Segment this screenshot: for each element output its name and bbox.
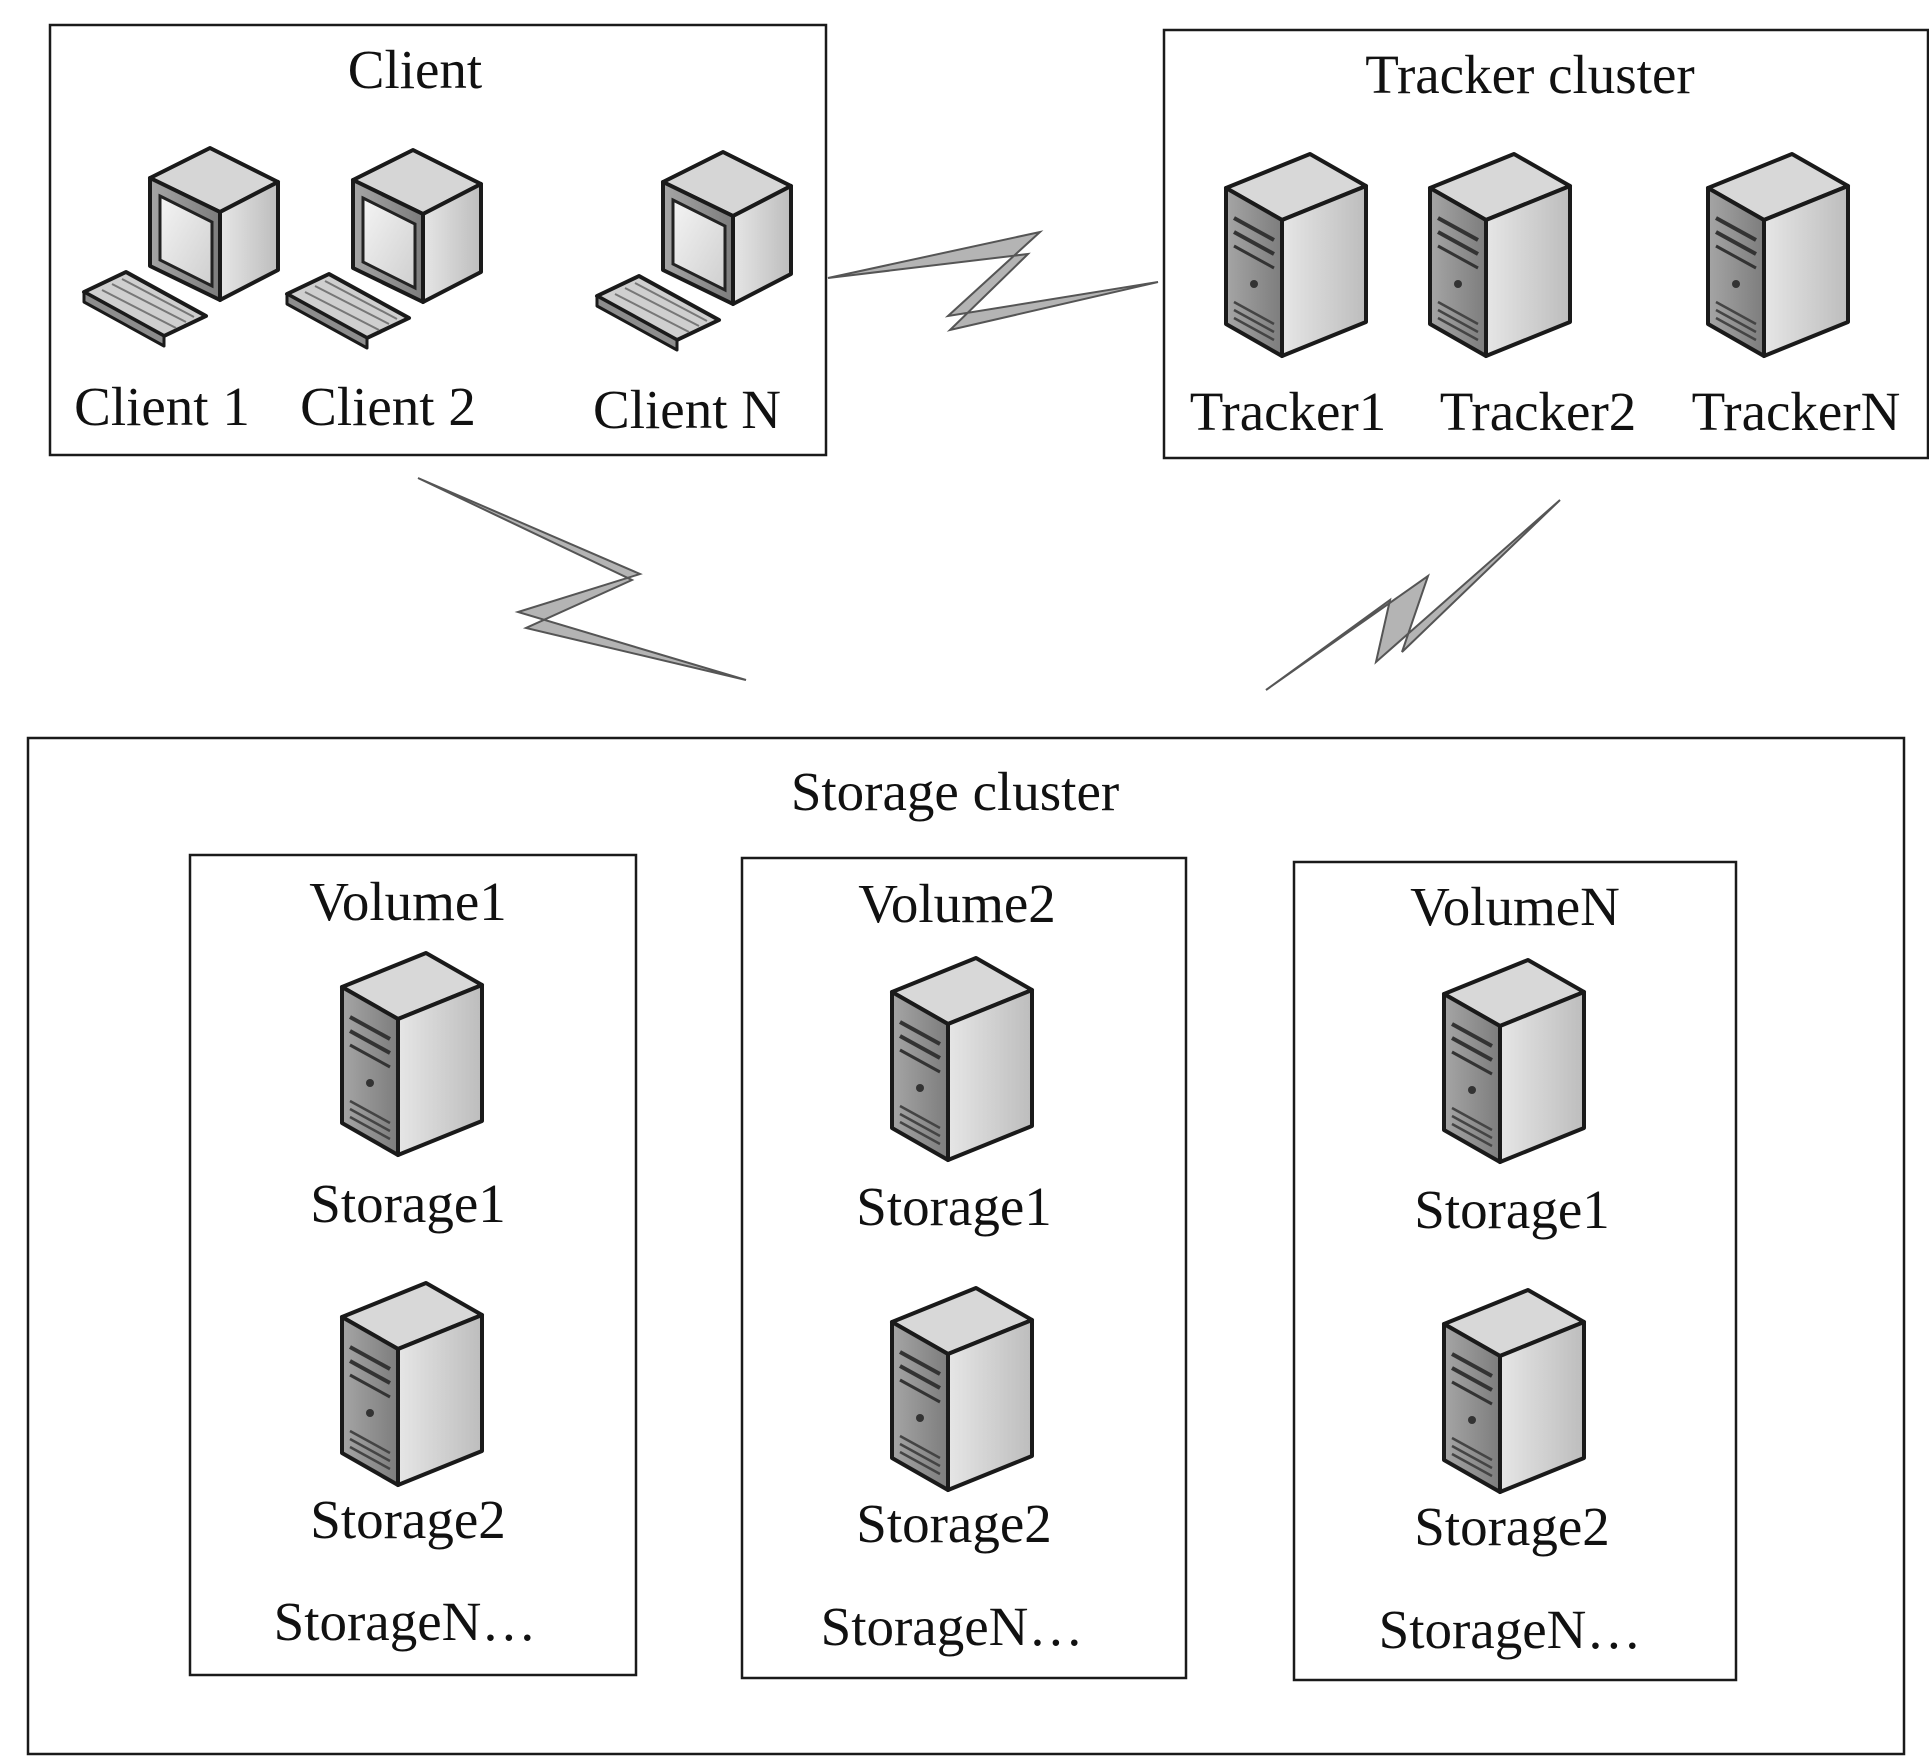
tracker-label: TrackerN	[1692, 381, 1901, 442]
server-tower-icon	[1706, 152, 1850, 358]
storage-more-label: StorageN…	[1379, 1599, 1642, 1660]
storage-more-label: StorageN…	[274, 1591, 537, 1652]
client-panel-title: Client	[348, 39, 482, 100]
volume-1: Volume1 Storage1 Storage2 StorageN…	[188, 853, 638, 1677]
server-tower-icon	[1442, 958, 1586, 1164]
storage-label: Storage2	[856, 1493, 1052, 1554]
server-tower-icon	[340, 1281, 484, 1487]
server-tower-icon	[890, 1286, 1034, 1492]
server-tower-icon	[1442, 1288, 1586, 1494]
storage-label: Storage2	[1414, 1496, 1610, 1557]
link-tracker-storage	[1265, 499, 1561, 691]
tracker-panel: Tracker cluster Tracker1 Tracker2 Tracke…	[1162, 28, 1929, 460]
client-node-2: Client 2	[285, 148, 483, 437]
tracker-node-2: Tracker2	[1428, 152, 1637, 442]
client-label: Client N	[593, 379, 781, 440]
storage-label: Storage1	[1414, 1179, 1610, 1240]
volume-title: Volume2	[858, 873, 1056, 934]
storage-label: Storage2	[310, 1489, 506, 1550]
client-node-1: Client 1	[74, 146, 280, 437]
lightning-bolt-icon	[827, 230, 1159, 332]
storage-label: Storage1	[856, 1176, 1052, 1237]
storage-label: Storage1	[310, 1173, 506, 1234]
client-label: Client 1	[74, 376, 250, 437]
tracker-label: Tracker2	[1440, 381, 1637, 442]
link-client-tracker	[827, 230, 1159, 332]
lightning-bolt-icon	[417, 477, 747, 681]
link-client-storage	[417, 477, 747, 681]
lightning-bolt-icon	[1265, 499, 1561, 691]
volume-title: Volume1	[309, 871, 507, 932]
storage-panel-title: Storage cluster	[791, 761, 1119, 822]
tracker-node-1: Tracker1	[1190, 152, 1387, 442]
volume-2: Volume2 Storage1 Storage2 StorageN…	[740, 856, 1188, 1680]
client-panel: Client Client 1 Client 2 Client N	[48, 23, 828, 457]
server-tower-icon	[1428, 152, 1572, 358]
tracker-label: Tracker1	[1190, 381, 1387, 442]
volume-n: VolumeN Storage1 Storage2 StorageN…	[1292, 860, 1738, 1682]
storage-more-label: StorageN…	[821, 1596, 1084, 1657]
server-tower-icon	[1224, 152, 1368, 358]
server-tower-icon	[890, 956, 1034, 1162]
tracker-node-n: TrackerN	[1692, 152, 1901, 442]
tracker-panel-title: Tracker cluster	[1365, 44, 1694, 105]
volume-title: VolumeN	[1410, 876, 1620, 937]
client-label: Client 2	[300, 376, 476, 437]
storage-panel: Storage cluster Volume1 Storage1 Storage…	[26, 736, 1906, 1756]
server-tower-icon	[340, 951, 484, 1157]
client-node-n: Client N	[593, 150, 793, 440]
